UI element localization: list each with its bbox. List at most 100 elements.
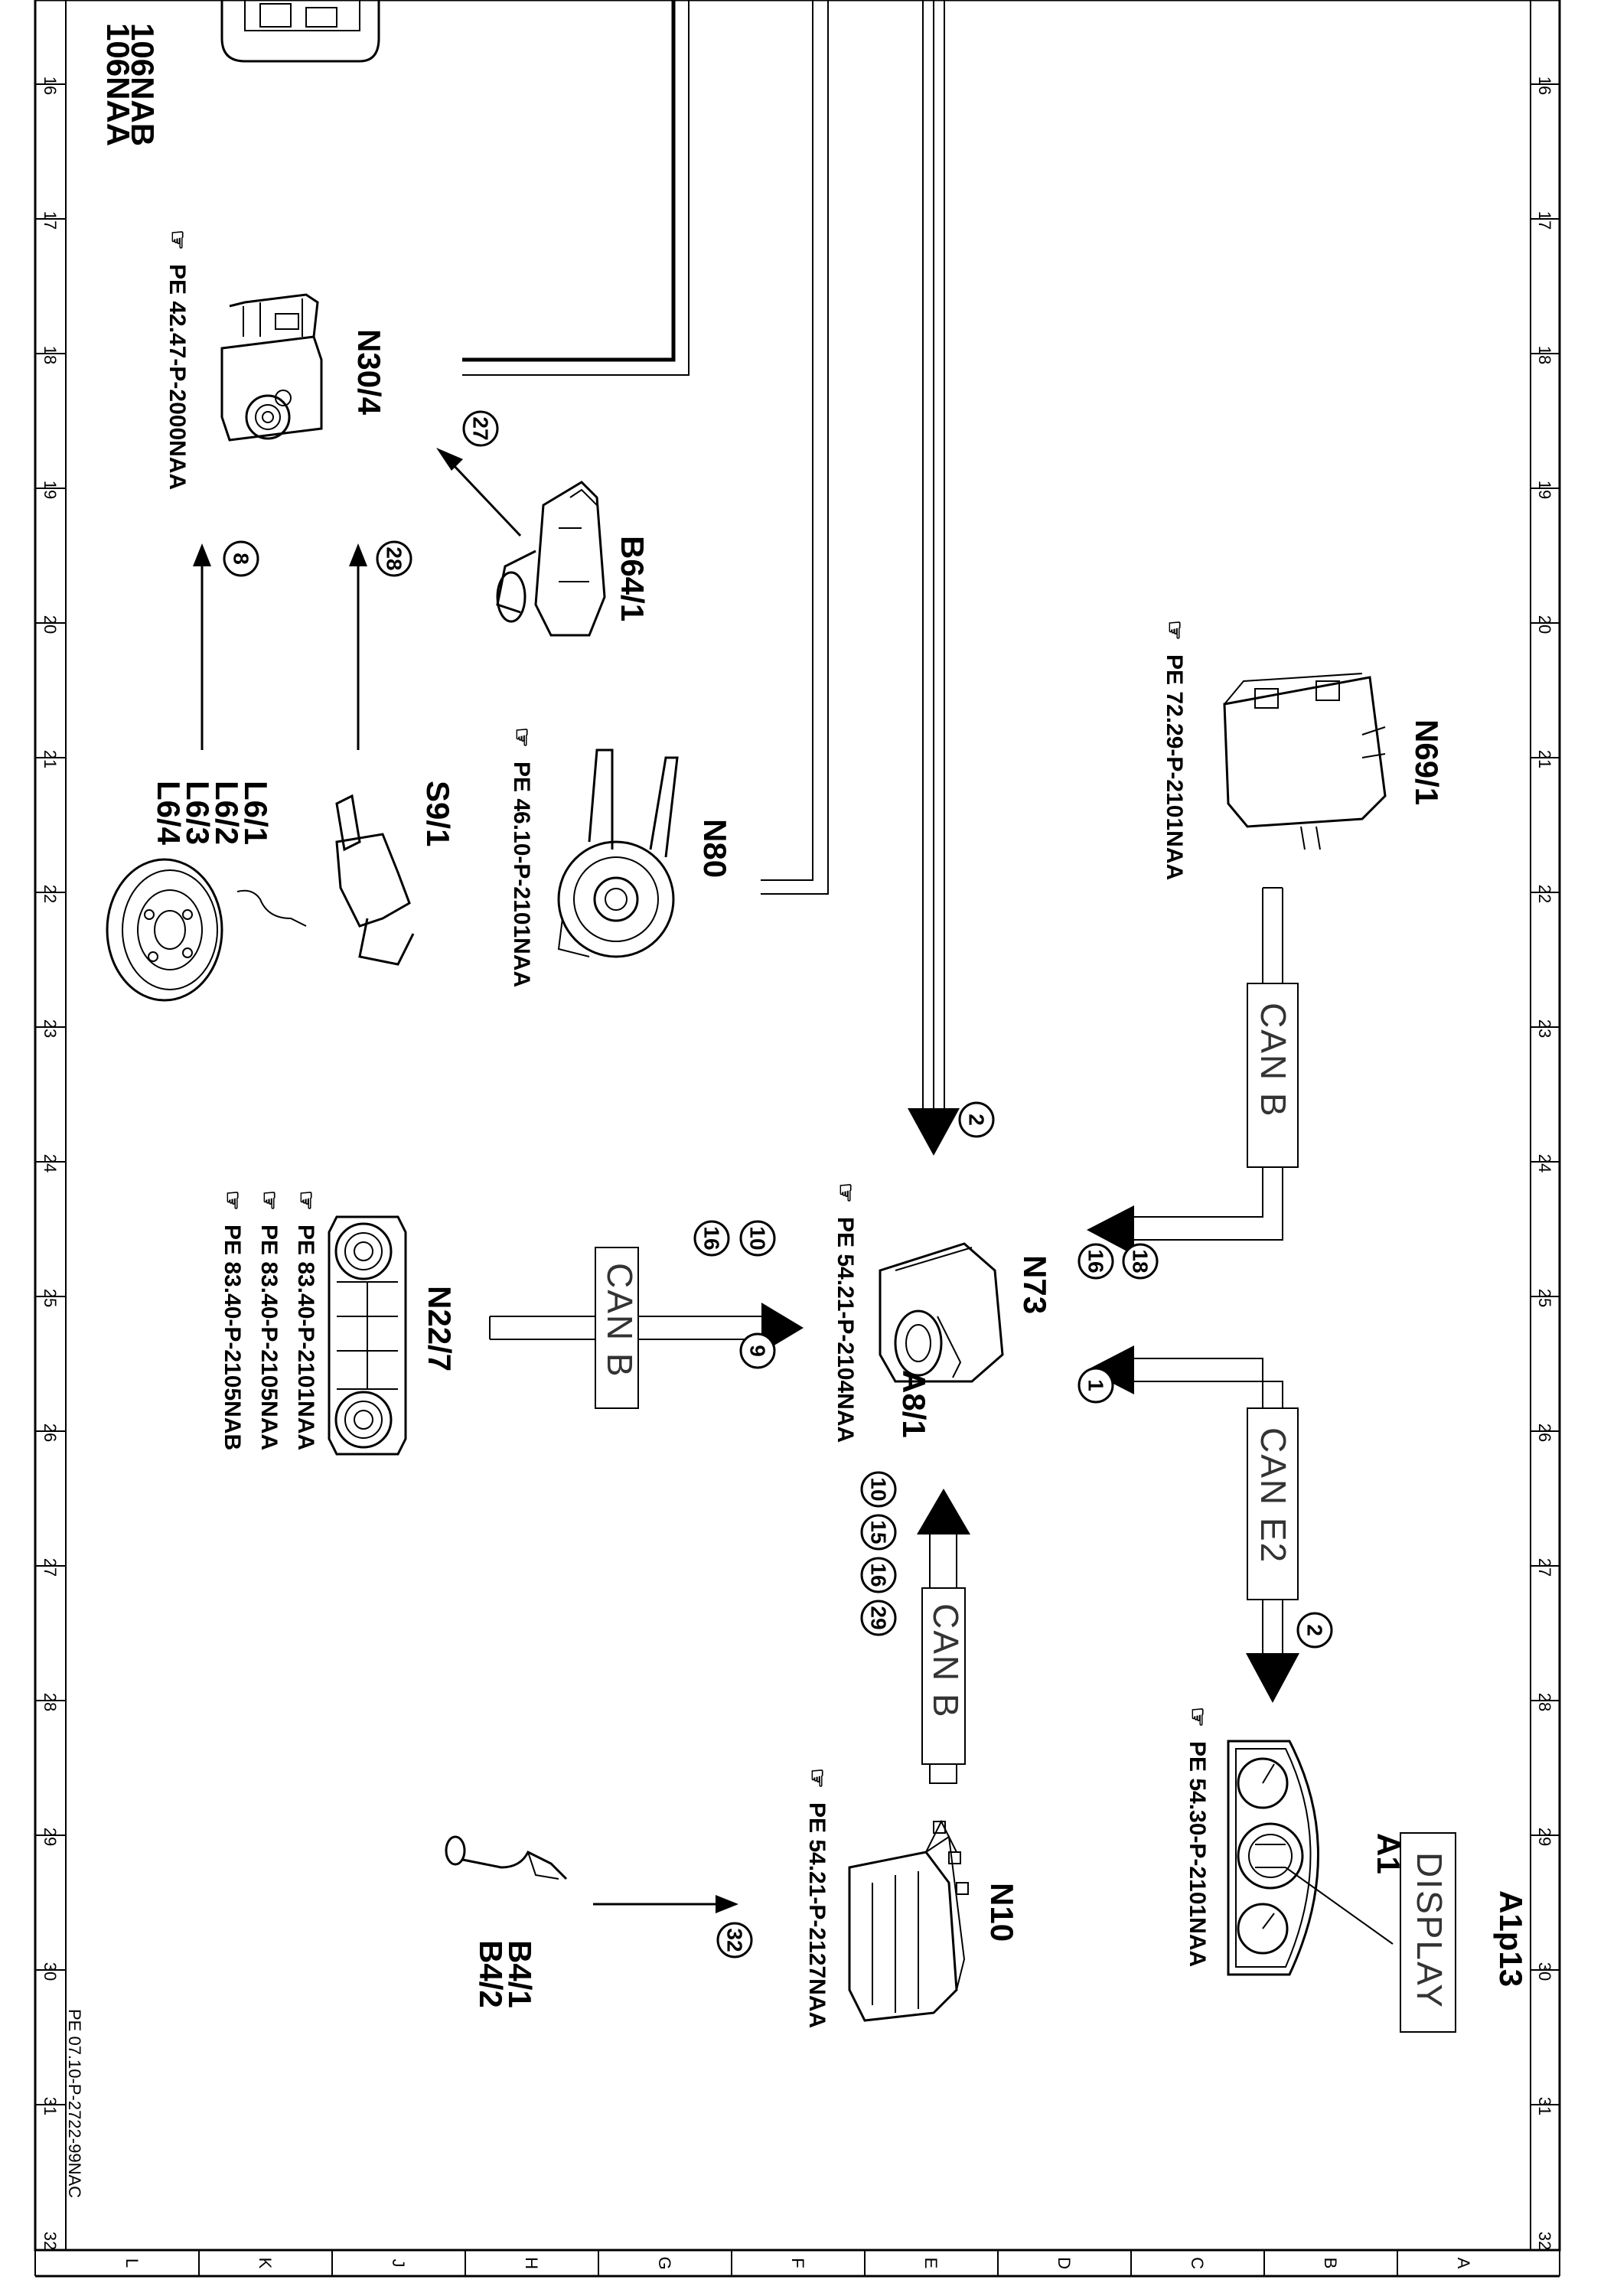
callout-c28: 28 <box>376 540 412 577</box>
callout-c15: 15 <box>860 1514 897 1551</box>
label-a1p13: A1p13 <box>1493 1890 1529 1987</box>
grid-row-label-20-left: 20 <box>41 615 60 634</box>
label-l6-2: L6/2 <box>209 781 245 845</box>
callout-c18: 18 <box>1122 1243 1159 1280</box>
label-display: DISPLAY <box>1410 1852 1449 2009</box>
grid-row-label-25-left: 25 <box>41 1289 60 1307</box>
label-s9-1: S9/1 <box>420 781 456 846</box>
callout-number-c2b: 2 <box>1303 1624 1327 1636</box>
top-ref-2: 106NAB <box>125 23 161 146</box>
callout-number-c9: 9 <box>746 1345 770 1357</box>
grid-col-label-D: D <box>1055 2257 1074 2269</box>
icon-hand-n22-2: ☞ <box>256 1190 282 1211</box>
component-a1: DISPLAY A1 A1p13 ☞ PE 54.30-P-2101NAA <box>1185 1707 1529 2033</box>
ref-n69-1: PE 72.29-P-2101NAA <box>1162 654 1187 880</box>
callout-number-c28: 28 <box>383 546 406 570</box>
callout-c10a: 10 <box>739 1220 776 1257</box>
grid-row-label-32-left: 32 <box>41 2232 60 2250</box>
ref-n22-7-2: PE 83.40-P-2105NAA <box>256 1225 282 1450</box>
label-n10: N10 <box>984 1883 1020 1942</box>
top-left-component: 106NAA 106NAB <box>100 0 380 146</box>
label-n30-4: N30/4 <box>351 329 387 416</box>
callout-c16b: 16 <box>693 1220 730 1257</box>
wires-top <box>462 0 960 1156</box>
label-a8-1: A8/1 <box>896 1370 932 1438</box>
grid-row-label-18-left: 18 <box>41 346 60 364</box>
grid-row-label-16-right: 16 <box>1535 77 1554 95</box>
icon-hand-n69: ☞ <box>1162 620 1187 641</box>
callout-number-c15: 15 <box>867 1520 891 1544</box>
grid-row-label-19-left: 19 <box>41 481 60 499</box>
callout-c16a: 16 <box>1077 1243 1114 1280</box>
callout-c32: 32 <box>716 1922 753 1958</box>
icon-hand-a1: ☞ <box>1185 1707 1210 1727</box>
grid-row-label-30-left: 30 <box>41 1962 60 1981</box>
label-b4-2: B4/2 <box>473 1940 509 2008</box>
icon-hand-n80: ☞ <box>509 727 534 748</box>
callout-number-c10b: 10 <box>867 1477 891 1501</box>
component-n73: N73 A8/1 ☞ PE 54.21-P-2104NAA <box>833 1182 1053 1443</box>
label-can-b-3: CAN B <box>926 1603 966 1719</box>
grid-col-label-F: F <box>788 2258 807 2268</box>
callout-c1: 1 <box>1077 1367 1114 1404</box>
component-s9-1: S9/1 <box>335 543 456 966</box>
ref-a1: PE 54.30-P-2101NAA <box>1185 1741 1210 1967</box>
grid-col-label-A: A <box>1454 2258 1473 2269</box>
grid-row-label-32-right: 32 <box>1535 2232 1554 2250</box>
label-b4-1: B4/1 <box>502 1940 538 2008</box>
ref-n73: PE 54.21-P-2104NAA <box>833 1217 858 1443</box>
bus-can-b-n69: CAN B <box>1087 887 1299 1255</box>
label-l6-3: L6/3 <box>180 781 216 845</box>
grid-row-label-31-right: 31 <box>1535 2097 1554 2115</box>
grid-row-label-17-right: 17 <box>1535 211 1554 230</box>
ref-n22-7-1: PE 83.40-P-2101NAA <box>293 1225 318 1450</box>
icon-hand-n22-3: ☞ <box>220 1190 245 1211</box>
grid-row-label-31-left: 31 <box>41 2097 60 2115</box>
grid-col-label-H: H <box>522 2257 541 2269</box>
grid-col-label-G: G <box>655 2256 674 2269</box>
grid-row-label-22-right: 22 <box>1535 885 1554 903</box>
callout-number-c2a: 2 <box>965 1114 989 1126</box>
callout-c10b: 10 <box>860 1471 897 1508</box>
callout-number-c16a: 16 <box>1084 1249 1108 1273</box>
diagram-frame <box>34 0 1561 2278</box>
ref-n80: PE 46.10-P-2101NAA <box>509 762 534 987</box>
component-l6: L6/1 L6/2 L6/3 L6/4 <box>106 543 307 1002</box>
grid-col-label-E: E <box>921 2258 941 2269</box>
label-can-b-2: CAN B <box>600 1263 640 1378</box>
callout-c8: 8 <box>223 540 259 577</box>
grid-row-label-24-right: 24 <box>1535 1154 1554 1172</box>
grid-row-label-21-right: 21 <box>1535 750 1554 768</box>
icon-hand-n73: ☞ <box>833 1182 858 1203</box>
grid-row-label-26-left: 26 <box>41 1424 60 1442</box>
callout-number-c10a: 10 <box>746 1226 770 1250</box>
icon-hand-n10: ☞ <box>804 1768 830 1789</box>
icon-hand-n30: ☞ <box>165 230 190 250</box>
icon-hand-n22-1: ☞ <box>293 1190 318 1211</box>
bus-can-b-n10: CAN B <box>917 1489 970 1784</box>
label-n73: N73 <box>1017 1255 1053 1314</box>
callout-c2a: 2 <box>958 1101 995 1138</box>
grid-row-label-30-right: 30 <box>1535 1962 1554 1981</box>
component-n80: N80 ☞ PE 46.10-P-2101NAA <box>509 727 733 987</box>
ref-n10: PE 54.21-P-2127NAA <box>804 1802 830 2028</box>
grid-row-label-18-right: 18 <box>1535 346 1554 364</box>
label-a1: A1 <box>1371 1833 1407 1874</box>
label-l6-4: L6/4 <box>151 781 187 846</box>
grid-ticks <box>35 83 1560 2276</box>
grid-col-label-C: C <box>1188 2257 1207 2269</box>
grid-row-label-27-left: 27 <box>41 1558 60 1577</box>
callout-c9: 9 <box>739 1332 776 1369</box>
callout-number-c16b: 16 <box>700 1226 724 1250</box>
grid-row-label-16-left: 16 <box>41 77 60 95</box>
callout-number-c8: 8 <box>230 553 253 565</box>
grid-row-label-27-right: 27 <box>1535 1558 1554 1577</box>
grid-col-label-J: J <box>389 2259 408 2268</box>
grid-row-label-19-right: 19 <box>1535 481 1554 499</box>
callout-c29: 29 <box>860 1600 897 1636</box>
callout-number-c27: 27 <box>469 416 493 440</box>
grid-row-label-21-left: 21 <box>41 750 60 768</box>
grid-row-label-29-left: 29 <box>41 1828 60 1846</box>
callout-number-c1: 1 <box>1084 1379 1108 1391</box>
grid-row-label-23-left: 23 <box>41 1019 60 1038</box>
